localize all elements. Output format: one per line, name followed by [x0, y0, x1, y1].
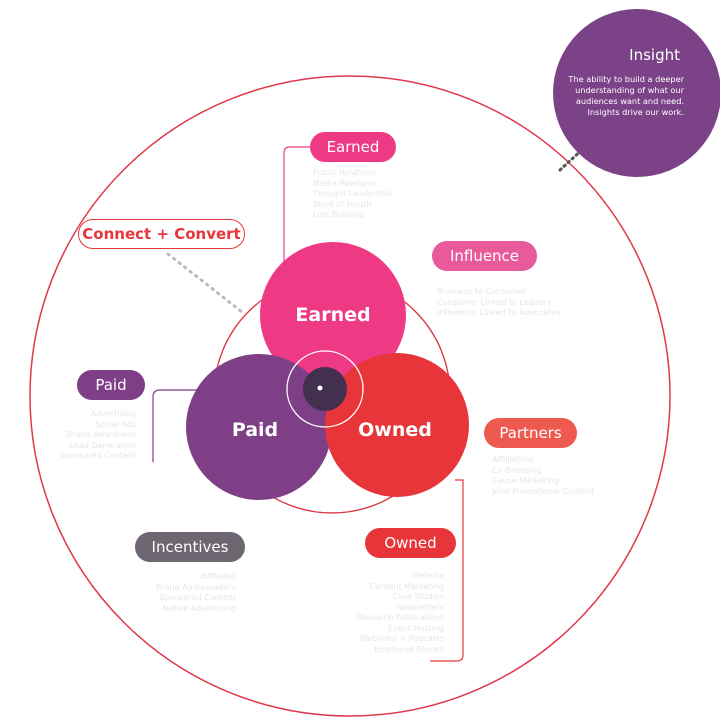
- insight-circle: [553, 9, 720, 177]
- incentives-list: Affiliates Brand Ambassadors Sponsored C…: [130, 572, 236, 614]
- center-ring: [286, 350, 364, 428]
- insight-title: Insight: [629, 46, 680, 64]
- list-item: Advertising: [90, 409, 136, 418]
- owned-leader-line: [430, 479, 464, 662]
- connect-convert-connector: [166, 252, 244, 314]
- list-item: Media Relations: [313, 178, 377, 188]
- incentives-pill: Incentives: [135, 532, 245, 562]
- influence-list: Business to Consumer Consumer Linked to …: [437, 287, 560, 319]
- paid-leader-line: [152, 389, 197, 462]
- earned-circle-label: Earned: [295, 304, 371, 326]
- influence-pill: Influence: [432, 241, 537, 271]
- list-item: Affiliations: [492, 455, 535, 464]
- list-item: Sponsored Content: [59, 451, 136, 460]
- earned-pill: Earned: [310, 132, 396, 162]
- list-item: Co-Branding: [492, 465, 542, 475]
- list-item: Newsletters: [396, 602, 444, 612]
- paid-pill: Paid: [77, 370, 145, 400]
- list-item: Word of Mouth: [313, 199, 372, 209]
- list-item: Brand Ambassadors: [155, 582, 236, 592]
- list-item: Brand Awareness: [66, 430, 136, 439]
- owned-list: Website Content Marketing Case Studies N…: [334, 571, 444, 655]
- list-item: Affiliates: [201, 572, 236, 581]
- list-item: Employee Stories: [374, 644, 444, 654]
- partners-pill: Partners: [484, 418, 577, 448]
- center-pointer-dot: [317, 385, 323, 391]
- list-item: Event Hosting: [387, 623, 444, 633]
- list-item: Public Relations: [313, 168, 376, 177]
- list-item: Lead Generation: [69, 440, 136, 450]
- list-item: Link Building: [313, 210, 365, 219]
- list-item: Thought Leadership: [313, 189, 393, 198]
- list-item: Webinars + Podcasts: [359, 634, 444, 643]
- owned-pill: Owned: [365, 528, 456, 558]
- paid-circle: [186, 354, 332, 500]
- list-item: Case Studies: [392, 592, 444, 601]
- list-item: Joint Promotional Content: [492, 486, 595, 496]
- connect-convert-label: Connect + Convert: [78, 219, 245, 249]
- list-item: Website: [412, 571, 444, 580]
- owned-circle: [325, 353, 469, 497]
- list-item: Social Ads: [95, 419, 136, 429]
- partners-list: Affiliations Co-Branding Cause Marketing…: [492, 455, 594, 497]
- list-item: Content Marketing: [369, 581, 444, 591]
- paid-list: Advertising Social Ads Brand Awareness L…: [40, 409, 136, 462]
- earned-leader-line: [283, 146, 310, 262]
- earned-circle: [260, 242, 406, 388]
- center-dot: [303, 367, 347, 411]
- insight-description: The ability to build a deeper understand…: [568, 74, 684, 117]
- list-item: Research Publications: [356, 613, 444, 622]
- list-item: Consumer Linked to Leaders: [437, 297, 552, 307]
- list-item: Business to Consumer: [437, 287, 527, 296]
- paid-circle-label: Paid: [231, 419, 279, 441]
- list-item: Cause Marketing: [492, 476, 560, 485]
- list-item: Sponsored Content: [159, 593, 236, 602]
- list-item: Native Advertising: [162, 603, 236, 613]
- earned-list: Public Relations Media Relations Thought…: [313, 168, 393, 221]
- outer-ring: [29, 75, 671, 717]
- owned-circle-label: Owned: [358, 419, 432, 441]
- list-item: Influencer Linked to Advocates: [437, 308, 561, 317]
